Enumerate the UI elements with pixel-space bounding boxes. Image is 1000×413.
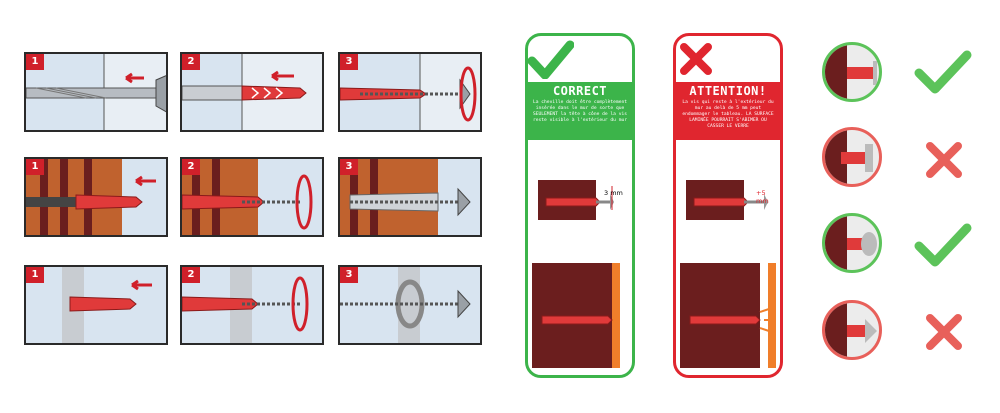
card-title: CORRECT	[552, 84, 608, 98]
panel-cavity-step-2: 2	[180, 265, 324, 345]
gap-label: 3 mm	[604, 189, 623, 197]
cavity-anchor-illustration	[62, 267, 152, 343]
anchor-insert-illustration	[182, 54, 322, 130]
panel-drywall-step-3: 3	[338, 52, 482, 132]
brick-screw-illustration	[182, 159, 322, 235]
panel-drywall-step-1: 1	[24, 52, 168, 132]
step-number: 1	[26, 54, 44, 70]
gap-label: +5 mm	[756, 189, 769, 205]
card-top	[528, 36, 632, 82]
example-wrong-2	[822, 300, 882, 360]
card-top	[676, 36, 780, 82]
attention-mounting-illustration	[680, 180, 776, 368]
step-number: 3	[340, 267, 358, 283]
card-description: La vis qui reste à l'extérieur du mur au…	[682, 100, 774, 129]
card-title: ATTENTION!	[689, 84, 767, 98]
panel-cavity-step-3: 3	[338, 265, 482, 345]
panel-brick-step-3: 3	[338, 157, 482, 237]
cavity-knot-illustration	[340, 267, 471, 343]
screw-turn-illustration	[340, 54, 480, 130]
correct-band: CORRECT La cheville doit être complèteme…	[528, 82, 632, 140]
panel-brick-step-2: 2	[180, 157, 324, 237]
panel-drywall-step-2: 2	[180, 52, 324, 132]
brick-anchor-illustration	[26, 159, 166, 235]
step-number: 3	[340, 159, 358, 175]
example-correct-2	[822, 213, 882, 273]
card-description: La cheville doit être complètement insér…	[532, 100, 628, 123]
cross-icon	[926, 142, 962, 178]
cavity-screw-illustration	[182, 267, 309, 343]
drill-illustration	[26, 54, 166, 130]
example-wrong-1	[822, 127, 882, 187]
step-number: 1	[26, 159, 44, 175]
step-number: 2	[182, 159, 200, 175]
check-icon	[914, 223, 972, 267]
correct-card: CORRECT La cheville doit être complèteme…	[525, 33, 635, 378]
step-number: 3	[340, 54, 358, 70]
example-correct-1	[822, 42, 882, 102]
check-icon	[528, 40, 574, 79]
cross-icon	[680, 43, 712, 75]
check-icon	[914, 50, 972, 94]
attention-band: ATTENTION! La vis qui reste à l'extérieu…	[676, 82, 780, 140]
panel-cavity-step-1: 1	[24, 265, 168, 345]
step-number: 1	[26, 267, 44, 283]
attention-card: ATTENTION! La vis qui reste à l'extérieu…	[673, 33, 783, 378]
step-number: 2	[182, 54, 200, 70]
correct-mounting-illustration	[532, 180, 620, 368]
panel-brick-step-1: 1	[24, 157, 168, 237]
brick-complete-illustration	[340, 159, 480, 235]
cross-icon	[926, 314, 962, 350]
step-number: 2	[182, 267, 200, 283]
